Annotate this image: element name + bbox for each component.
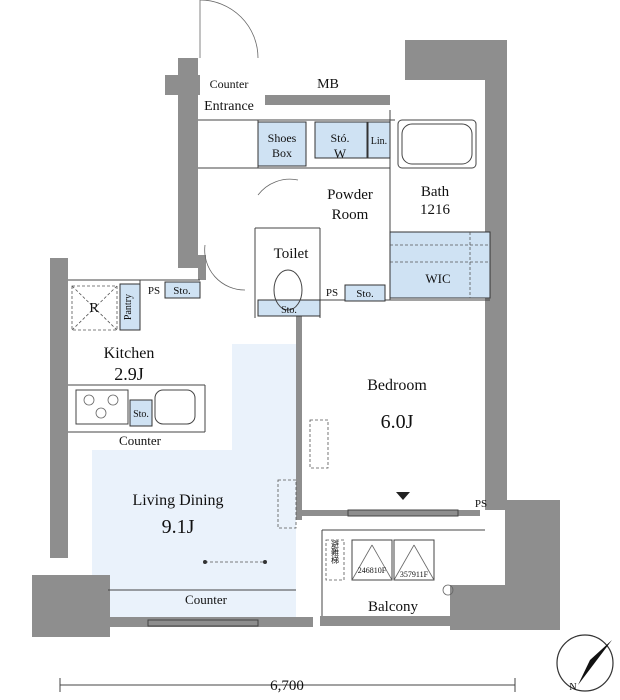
ps-bedroom-label: PS [475,498,487,510]
pantry-box [119,283,141,331]
balcony-jp-label: 避難梯 [331,539,340,565]
toilet-storage [257,299,321,317]
shoes-box-label-2: Box [272,146,292,160]
powder-door[interactable] [257,178,299,196]
powder-label-2: Room [332,207,369,223]
shoes-box [257,121,307,167]
entrance-door[interactable] [199,0,259,59]
hatch-a-label: 246810F [358,566,387,575]
kitchen-sink [154,389,196,425]
powder-label-1: Powder [327,187,373,203]
kitchen-size: 2.9J [114,364,144,384]
entrance-label: Entrance [204,99,254,114]
living-window[interactable] [147,619,259,627]
mb-label: MB [317,77,339,92]
living-counter-label: Counter [185,592,228,607]
sto-kitchen-label: Sto. [173,285,191,297]
entry-arrow-icon [396,492,410,500]
dimension-label: 6,700 [270,678,304,694]
sto-hall-label: Sto. [356,288,374,300]
refrigerator-label: R [89,301,99,316]
pantry-label: Pantry [123,294,134,320]
kitchen-counter-label: Counter [119,433,162,448]
living-size: 9.1J [162,516,195,538]
compass-icon [556,634,614,692]
exterior-walls [32,40,560,637]
bedroom-size: 6.0J [381,411,414,433]
balcony-hatches [325,539,454,596]
living-dining-label: Living Dining [132,492,223,509]
kitchen-door[interactable] [204,244,246,291]
bath-label-2: 1216 [420,202,451,218]
cooktop [75,389,129,425]
refrigerator [71,285,118,331]
compass-north-label: N [569,682,576,693]
kitchen-sto-label: Sto. [133,409,149,420]
hatch-b-label: 357911F [400,570,429,579]
toilet-sto-label: Sto. [281,305,297,316]
dimension-line [59,678,516,692]
wic-label: WIC [425,271,450,286]
linen-label: Lin. [371,136,387,147]
storage-w [314,121,368,159]
ps-toilet-label: PS [326,287,338,299]
living-slide [277,479,297,529]
wic-box [389,231,491,299]
hall-storage [344,284,386,302]
balcony-label: Balcony [368,599,418,615]
bedroom-label: Bedroom [367,377,427,394]
bathtub [397,119,477,169]
toilet-bowl [273,269,303,311]
sto-w-label-2: W [334,146,347,161]
entrance-counter-label: Counter [210,77,249,91]
linen-closet [367,121,391,159]
bath-label-1: Bath [421,184,450,200]
ps-kitchen-label: PS [148,285,160,297]
toilet-label: Toilet [274,246,310,262]
kitchen-label: Kitchen [104,345,155,362]
bedroom-window[interactable] [347,509,459,517]
kitchen-storage [164,281,201,299]
sto-w-label-1: Stó. [330,131,349,145]
kitchen-sto-box [129,399,153,427]
bedroom-slide [309,419,329,469]
shoes-box-label-1: Shoes [268,131,297,145]
living-highlight [92,344,296,618]
